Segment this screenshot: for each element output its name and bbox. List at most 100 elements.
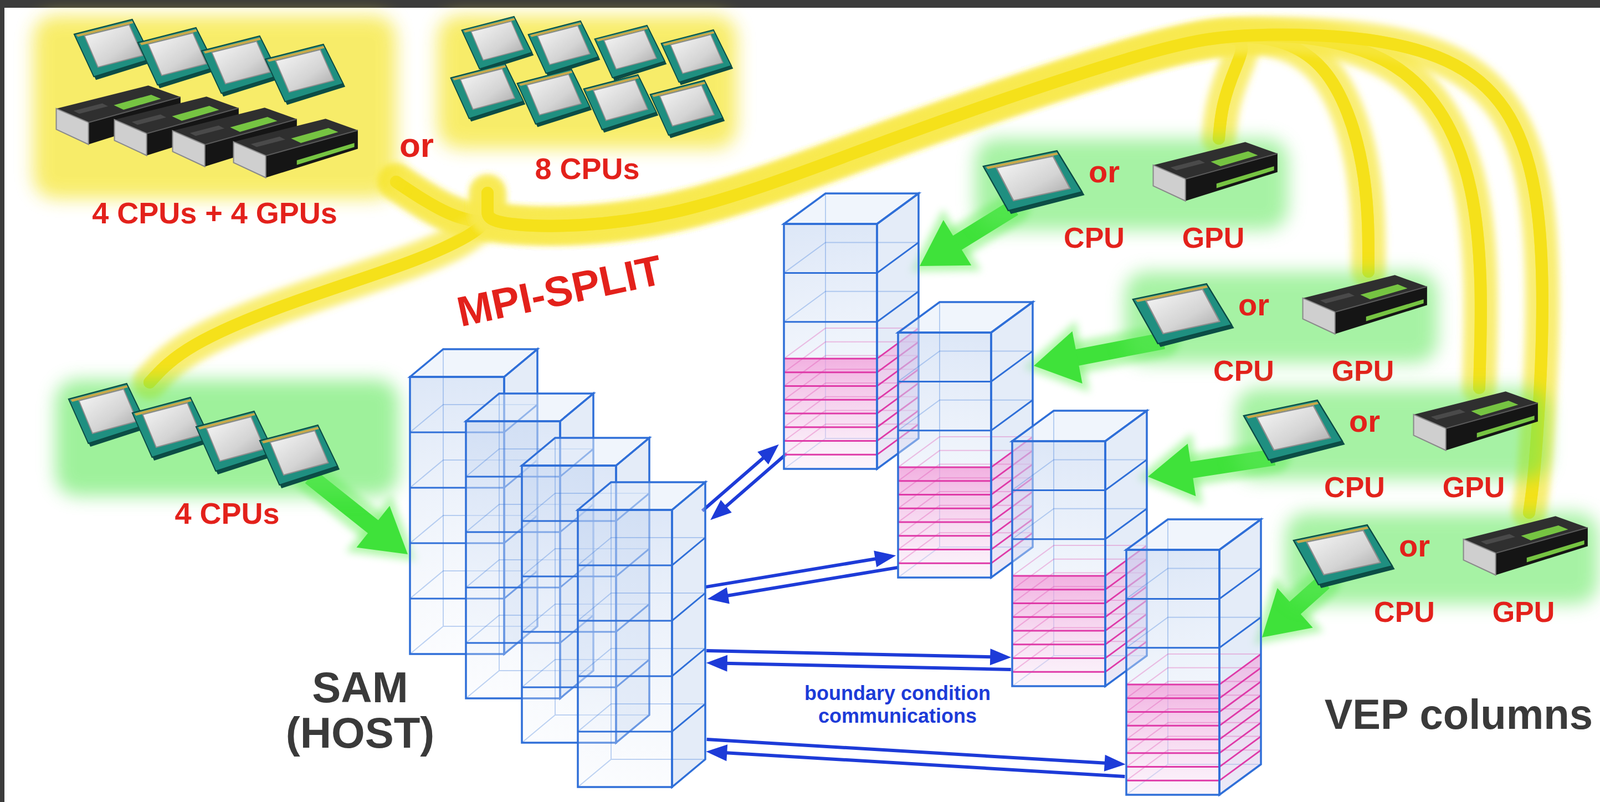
- layer-line: [577, 592, 706, 621]
- text-holder: 4 CPUs: [55, 495, 399, 531]
- connector-line: [724, 752, 1126, 777]
- text-holder: VEP columns: [1307, 689, 1593, 738]
- arrowhead: [990, 648, 1012, 665]
- cpu-chip-icon: [1132, 283, 1235, 347]
- box-front: [1012, 440, 1106, 686]
- gpu-card-icon: [1463, 515, 1588, 575]
- processor-label: GPU: [1492, 595, 1556, 629]
- glow-halo: [33, 15, 397, 199]
- arrowhead: [705, 744, 728, 761]
- communication-label: boundary condition communications: [796, 681, 999, 728]
- layer-line: [577, 703, 706, 732]
- layer-line: [1126, 617, 1261, 648]
- cpu-chip-icon: [517, 69, 593, 128]
- text-holder: or: [394, 125, 439, 165]
- box-outline: [783, 223, 878, 469]
- glow-halo: [1124, 271, 1438, 363]
- glow-halo: [55, 379, 399, 496]
- connector-line: [725, 567, 899, 597]
- column-grid: [783, 193, 1261, 795]
- cpu-chip-icon: [265, 44, 346, 105]
- text-holder: GPU: [1324, 354, 1402, 388]
- cpu-chip-icon: [1293, 524, 1396, 588]
- or-label: or: [1398, 527, 1430, 564]
- layer-line: [898, 400, 1033, 431]
- layer-line: [1126, 567, 1261, 599]
- box-outline: [577, 481, 706, 510]
- text-holder: CPU: [1204, 354, 1283, 388]
- layer-line: [1126, 749, 1261, 781]
- group-label: 4 CPUs + 4 GPUs: [91, 195, 338, 230]
- layer-line: [1012, 459, 1147, 490]
- columns-label: VEP columns: [1324, 689, 1593, 738]
- box-front: [1126, 549, 1220, 795]
- layer-line: [1126, 749, 1261, 781]
- box-outline: [898, 332, 992, 578]
- layer-line: [577, 592, 706, 621]
- layer-line: [1126, 708, 1261, 740]
- processor-group: 4 CPUs: [55, 382, 399, 535]
- layer-line: [577, 703, 706, 732]
- arrowhead: [1104, 754, 1126, 772]
- box-front: [898, 332, 992, 578]
- text-holder: CPU: [1365, 595, 1444, 629]
- or-label: or: [1238, 286, 1270, 323]
- connector-line: [705, 557, 879, 587]
- host-label: SAM (HOST): [275, 664, 445, 756]
- box-front: [783, 223, 878, 469]
- text-holder: GPU: [1484, 595, 1563, 629]
- layer-line: [1126, 736, 1261, 767]
- connector-line: [702, 455, 766, 511]
- layer-line: [1126, 617, 1261, 648]
- text-holder: GPU: [1174, 221, 1253, 255]
- layer-line: [783, 291, 919, 322]
- processor-choice: CPUorGPU: [980, 138, 1286, 261]
- layer-line: [1126, 653, 1261, 685]
- arrowhead-glow: [1147, 443, 1196, 496]
- hidden-edge: [577, 481, 706, 787]
- layer-line: [1126, 653, 1261, 685]
- processor-label: GPU: [1442, 470, 1506, 505]
- gpu-card-icon: [1413, 391, 1538, 450]
- box-outline: [1126, 549, 1220, 795]
- box-side: [1219, 519, 1261, 795]
- processor-label: GPU: [1331, 354, 1395, 388]
- boundary-arrow: [705, 744, 1125, 777]
- gpu-card-icon: [1153, 141, 1278, 201]
- layer-line: [1012, 508, 1147, 540]
- box-outline: [1012, 440, 1106, 686]
- layer-line: [1126, 694, 1261, 726]
- box-outline: [577, 509, 673, 787]
- connector-line: [706, 739, 1109, 763]
- layer-line: [898, 350, 1033, 382]
- processor-label: CPU: [1373, 595, 1435, 629]
- group-label: 8 CPUs: [534, 151, 640, 186]
- layer-line: [898, 400, 1033, 431]
- boundary-arrow: [705, 550, 896, 588]
- box-outline: [521, 437, 650, 466]
- text-holder: CPU: [1315, 470, 1394, 505]
- gpu-card-icon: [233, 118, 358, 178]
- layer-line: [1126, 681, 1261, 712]
- layer-line: [1126, 694, 1261, 726]
- box-outline: [672, 481, 706, 787]
- processor-group: 4 CPUs + 4 GPUs: [33, 15, 397, 238]
- text-holder: or: [1084, 154, 1124, 190]
- processor-label: CPU: [1213, 354, 1275, 388]
- or-label: or: [1088, 154, 1120, 190]
- processor-choice: CPU orGPU: [1240, 387, 1546, 510]
- text-holder: or: [1234, 286, 1274, 323]
- cpu-chip-icon: [983, 150, 1085, 214]
- arrowhead: [356, 505, 408, 555]
- layer-line: [1126, 667, 1261, 699]
- arrowhead: [1147, 443, 1196, 496]
- connector-line: [724, 453, 788, 509]
- processor-choice: CPU orGPU: [1130, 271, 1435, 394]
- layer-line: [1012, 508, 1147, 540]
- layer-line: [577, 537, 706, 566]
- hidden-edge: [1126, 519, 1261, 795]
- cpu-chip-icon: [594, 25, 667, 81]
- boundary-arrow: [706, 654, 1012, 672]
- or-label: or: [1349, 403, 1381, 439]
- processor-label: GPU: [1182, 221, 1245, 255]
